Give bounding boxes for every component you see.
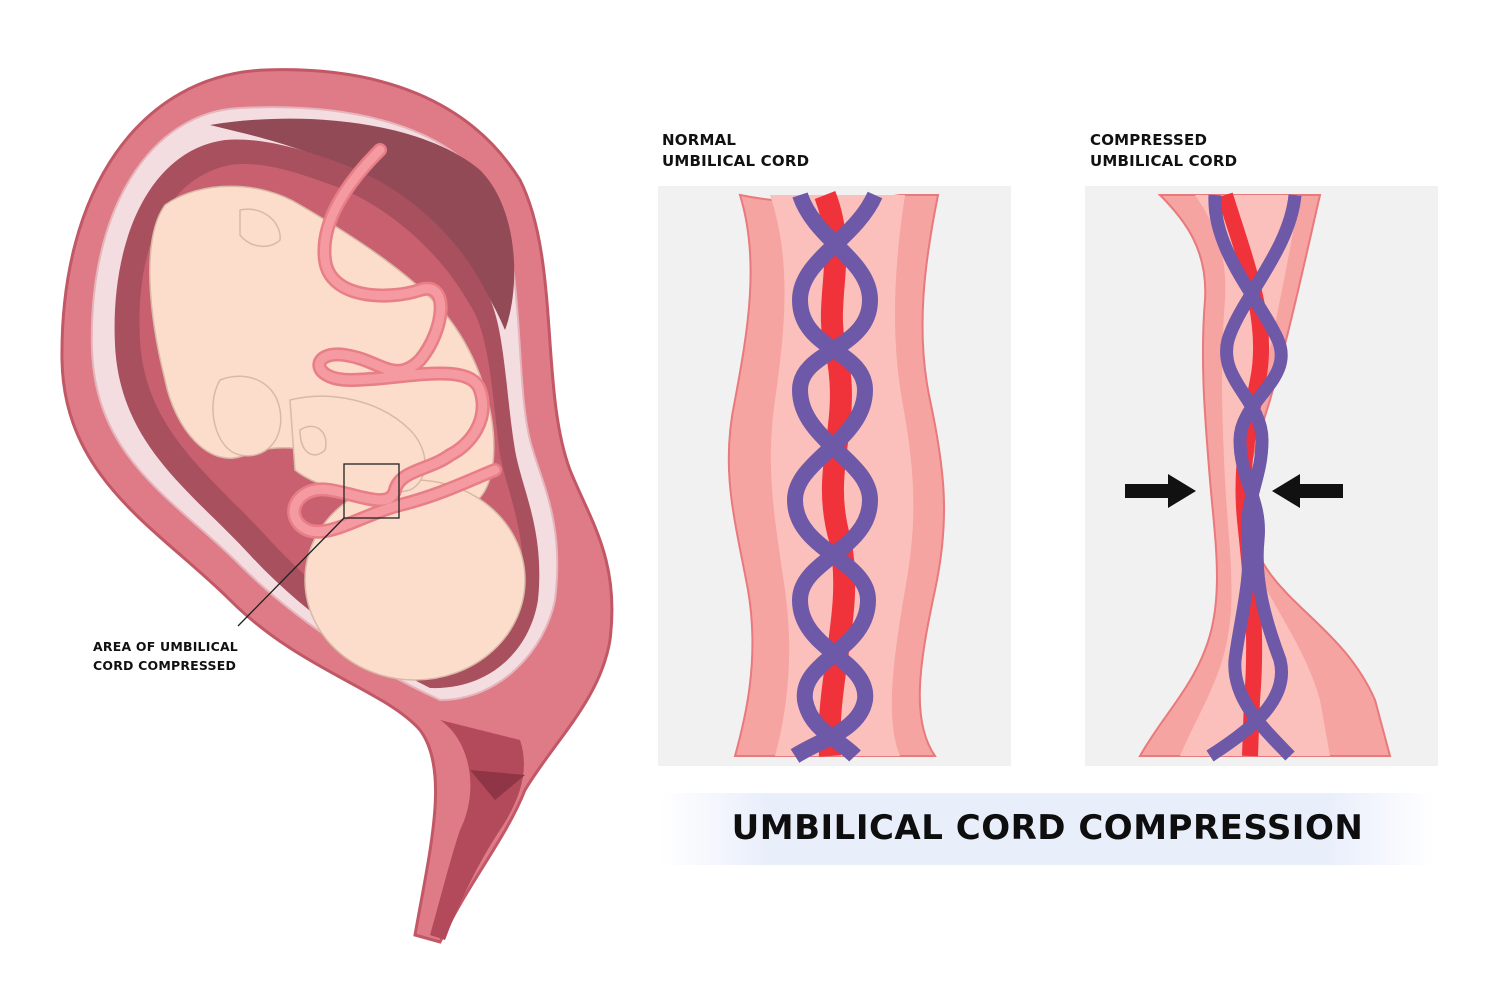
callout-leader-line	[237, 517, 345, 627]
compressed-cord-label: COMPRESSED UMBILICAL CORD	[1090, 130, 1237, 172]
area-label-line1: AREA OF UMBILICAL	[93, 639, 238, 654]
compression-area-box	[343, 463, 400, 519]
normal-label-line1: NORMAL	[662, 131, 737, 149]
normal-cord-panel	[658, 186, 1011, 766]
umbilical-cord-loops	[287, 143, 502, 539]
compressed-cord-panel	[1085, 186, 1438, 766]
area-label-line2: CORD COMPRESSED	[93, 658, 237, 673]
compressed-label-line2: UMBILICAL CORD	[1090, 152, 1238, 170]
compression-arrow-left	[1125, 474, 1196, 508]
title-band	[660, 793, 1435, 865]
compressed-label-line1: COMPRESSED	[1090, 131, 1208, 149]
compression-arrow-right	[1272, 474, 1343, 508]
normal-cord-label: NORMAL UMBILICAL CORD	[662, 130, 809, 172]
normal-label-line2: UMBILICAL CORD	[662, 152, 810, 170]
diagram-title: UMBILICAL CORD COMPRESSION	[731, 808, 1364, 848]
fetus-illustration	[149, 185, 526, 681]
compression-area-label: AREA OF UMBILICAL CORD COMPRESSED	[93, 637, 238, 675]
